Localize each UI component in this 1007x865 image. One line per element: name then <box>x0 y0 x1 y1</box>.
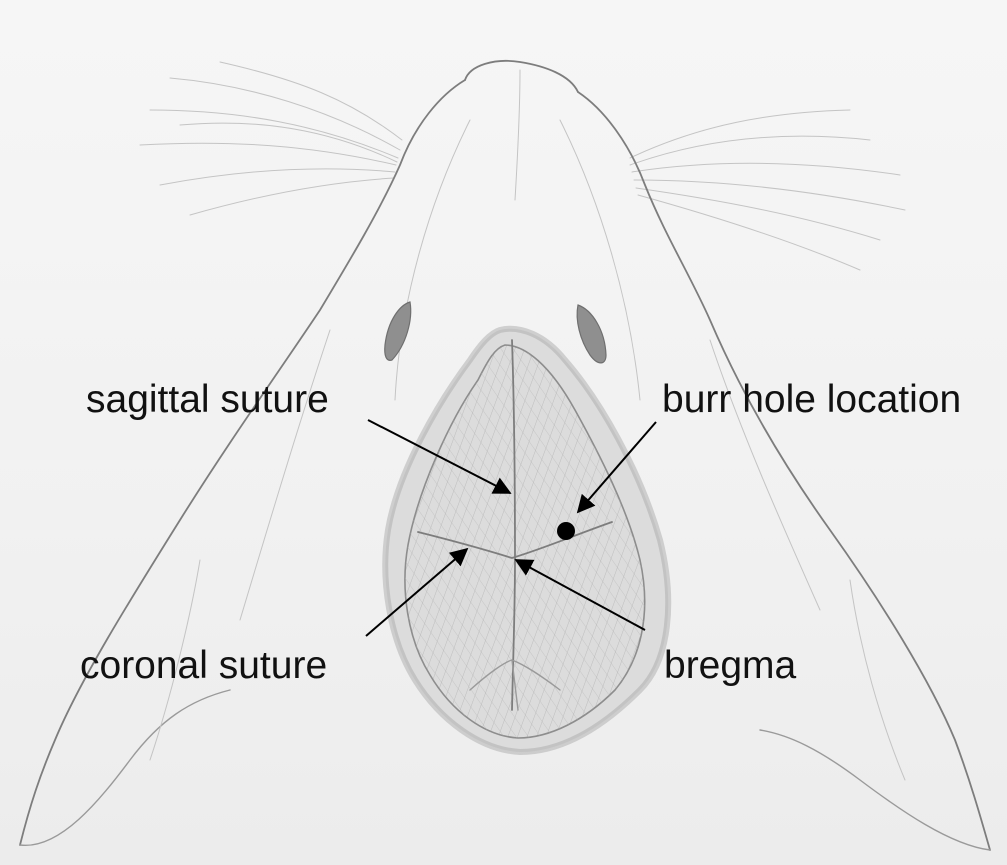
label-burr-hole-location: burr hole location <box>662 380 961 419</box>
label-sagittal-suture: sagittal suture <box>86 380 329 419</box>
eye-left <box>385 302 411 360</box>
whiskers-left <box>140 62 402 215</box>
eye-right <box>577 305 606 363</box>
whiskers-right <box>630 110 905 270</box>
exposed-skull <box>385 329 668 752</box>
label-bregma: bregma <box>664 646 796 685</box>
label-coronal-suture: coronal suture <box>80 646 327 685</box>
burr-hole-marker <box>557 522 575 540</box>
